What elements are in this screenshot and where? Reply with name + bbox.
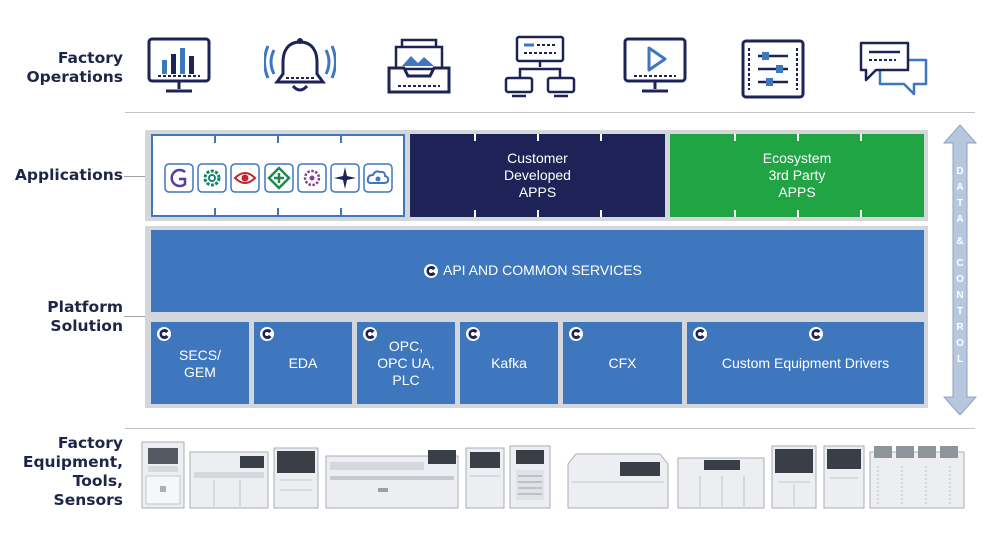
alarm-bell-icon [264,36,336,98]
cabinet-machine-icon [676,456,766,510]
data-control-letter: O [956,338,964,349]
platform-logo-icon [362,326,378,342]
long-conveyor-machine-icon [324,448,460,510]
customer-apps-box[interactable] [410,134,665,217]
platform-logo-icon [568,326,584,342]
chat-bubbles-icon [858,40,930,98]
diamond-logo-icon[interactable] [264,163,294,193]
data-control-letter: R [956,322,964,333]
tall-screen-machine-icon [822,444,866,510]
data-control-letter: A [956,182,964,193]
platform-connector [124,316,148,317]
data-control-letter: T [956,198,964,209]
module-cfx[interactable] [563,322,682,404]
platform-logo-icon [156,326,172,342]
ecosystem-apps-label: Ecosystem 3rd Party APPS [762,150,832,200]
image-archive-tray-icon [386,36,452,98]
puzzle-gear-icon[interactable] [297,163,327,193]
wide-machine-icon [188,450,270,510]
customer-apps-label: Customer Developed APPS [504,150,571,200]
row-label-platform-solution: Platform Solution [47,298,123,335]
gear-icon[interactable] [197,163,227,193]
module-secs-gem-label: SECS/ GEM [178,347,221,380]
data-control-letter: A [956,214,964,225]
platform-logo-icon [259,326,275,342]
data-control-letter: D [956,166,964,177]
multi-bay-machine-icon [868,444,966,510]
oven-machine-icon [566,452,670,510]
cloud-gear-icon[interactable] [363,163,393,193]
kiosk-machine-icon [272,446,320,510]
data-control-letter: & [956,236,964,247]
machine-tool-icon [140,440,186,510]
api-services-box[interactable] [151,230,924,312]
vent-machine-icon [508,444,552,510]
ecosystem-apps-box[interactable] [670,134,924,217]
module-opc-label: OPC, OPC UA, PLC [377,338,435,388]
dashboard-monitor-icon [146,36,212,98]
row-label-applications: Applications [14,166,123,184]
data-control-letter: C [956,258,964,269]
divider-top [125,112,975,113]
compass-star-icon[interactable] [330,163,360,193]
row-label-factory-equipment: Factory Equipment, Tools, Sensors [22,434,123,509]
data-control-letter: L [956,354,964,365]
row-label-factory-operations: Factory Operations [26,49,123,86]
platform-logo-icon [423,263,439,279]
applications-connector [124,176,148,177]
data-control-letter: N [956,290,964,301]
divider-bottom [125,428,975,429]
circular-c-logo-icon[interactable] [164,163,194,193]
video-play-monitor-icon [622,36,688,98]
control-panel-sliders-icon [740,38,806,100]
data-control-letter: O [956,274,964,285]
data-control-letter: T [956,306,964,317]
network-computers-icon [504,34,576,100]
data-control-arrow [942,124,978,421]
platform-logo-icon [692,326,708,342]
eye-icon[interactable] [230,163,260,193]
platform-logo-icon [465,326,481,342]
api-services-label: API AND COMMON SERVICES [443,262,642,278]
module-eda-label: EDA [288,355,318,371]
rack-machine-icon [770,444,818,510]
module-cfx-label: CFX [608,355,637,371]
module-custom-drivers-label: Custom Equipment Drivers [721,355,890,371]
tall-machine-icon [464,446,506,510]
module-kafka-label: Kafka [491,355,527,371]
module-custom-drivers[interactable] [687,322,924,404]
platform-logo-icon [808,326,824,342]
